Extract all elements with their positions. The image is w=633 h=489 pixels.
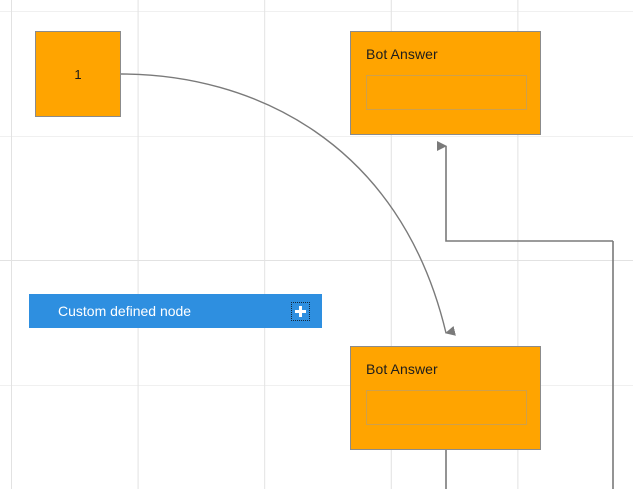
custom-defined-node-bar[interactable]: Custom defined node	[29, 294, 322, 328]
node-bot-answer-bottom-slot[interactable]	[366, 389, 527, 425]
node-bot-answer-top-slot-text	[367, 76, 526, 109]
node-bot-answer-top-slot[interactable]	[366, 74, 527, 110]
plus-icon[interactable]	[291, 301, 310, 321]
node-bot-answer-bottom[interactable]: Bot Answer	[350, 346, 541, 450]
node-bot-answer-bottom-slot-text	[367, 391, 526, 424]
node-bot-answer-top-title: Bot Answer	[366, 46, 438, 62]
custom-defined-node-label: Custom defined node	[58, 303, 192, 319]
node-start[interactable]: 1	[35, 31, 121, 117]
node-bot-answer-top[interactable]: Bot Answer	[350, 31, 541, 135]
node-start-label: 1	[74, 66, 82, 82]
node-bot-answer-bottom-title: Bot Answer	[366, 361, 438, 377]
